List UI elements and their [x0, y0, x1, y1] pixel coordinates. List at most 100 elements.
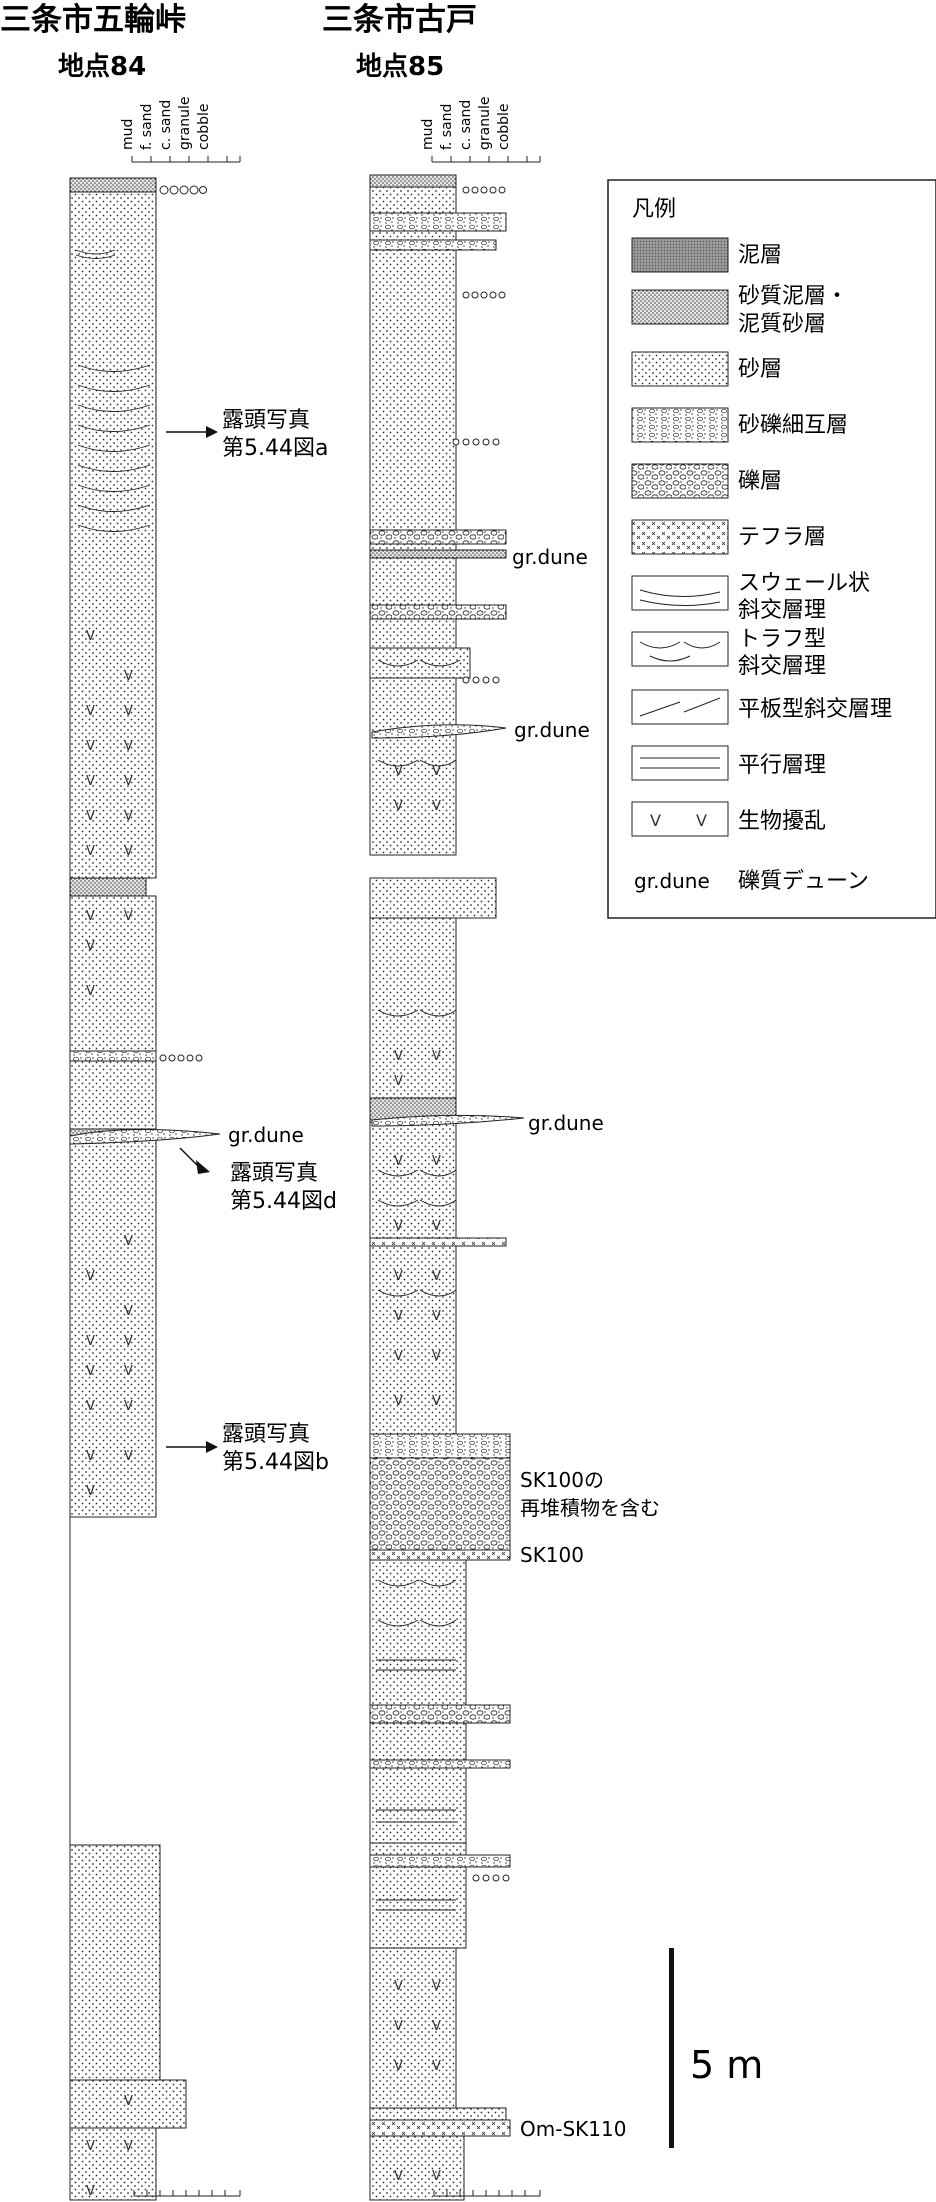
svg-text:V: V — [86, 1449, 95, 1464]
grain-fsand: f. sand — [139, 104, 155, 150]
svg-text:V: V — [394, 1269, 403, 1284]
grdune-label-1: gr.dune — [228, 1123, 304, 1147]
svg-text:V: V — [124, 1334, 133, 1349]
legend-label-gravel: 礫層 — [738, 469, 782, 494]
svg-text:V: V — [432, 1394, 441, 1409]
svg-text:V: V — [124, 739, 133, 754]
svg-text:V: V — [124, 909, 133, 924]
legend-label-planar: 平板型斜交層理 — [738, 697, 892, 722]
bottom-scale-1 — [133, 2190, 241, 2197]
legend-swatch-sand-gravel — [631, 407, 729, 443]
legend-swatch-parallel — [631, 745, 729, 781]
grain-granule: granule — [177, 97, 193, 150]
legend-swatch-swaley — [631, 575, 729, 611]
svg-text:V: V — [432, 2059, 441, 2074]
grdune-label-2: gr.dune — [512, 545, 588, 569]
svg-text:V: V — [86, 2184, 95, 2199]
legend-label-sand: 砂層 — [738, 357, 782, 382]
svg-text:V: V — [86, 2139, 95, 2154]
svg-text:V: V — [124, 1234, 133, 1249]
svg-text:V: V — [432, 2169, 441, 2184]
svg-text:V: V — [394, 2169, 403, 2184]
svg-text:V: V — [394, 1979, 403, 1994]
svg-text:V: V — [124, 2094, 133, 2109]
svg-text:V: V — [86, 629, 95, 644]
legend-swatch-mud — [631, 237, 729, 273]
legend-swatch-trough — [631, 631, 729, 667]
svg-text:V: V — [86, 909, 95, 924]
svg-text:V: V — [432, 764, 441, 779]
svg-text:V: V — [124, 669, 133, 684]
legend-swatch-sand — [631, 351, 729, 387]
legend-swatch-tephra — [631, 519, 729, 555]
legend-label-sand-gravel: 砂礫細互層 — [738, 413, 848, 438]
legend-label-parallel: 平行層理 — [738, 753, 826, 778]
svg-text:V: V — [86, 739, 95, 754]
svg-text:V: V — [394, 1219, 403, 1234]
svg-text:V: V — [124, 2139, 133, 2154]
svg-text:V: V — [86, 1364, 95, 1379]
annotation-photo-d: 露頭写真 第5.44図d — [179, 1147, 337, 1214]
svg-text:V: V — [432, 799, 441, 814]
svg-text:V: V — [86, 1334, 95, 1349]
sk100-label: SK100 — [520, 1543, 584, 1567]
legend-swatch-gravel — [631, 463, 729, 499]
grdune-label-3: gr.dune — [514, 718, 590, 742]
photo-d-line1: 露頭写真 — [230, 1161, 318, 1186]
legend-label-trough-2: 斜交層理 — [738, 654, 826, 679]
photo-a-line1: 露頭写真 — [222, 408, 310, 433]
legend: 凡例 泥層 砂質泥層・ 泥質砂層 砂層 砂礫細互層 礫層 テフラ層 スウェール状… — [607, 179, 936, 919]
site1-point: 地点84 — [58, 51, 146, 82]
svg-text:V: V — [394, 1049, 403, 1064]
scale-bar: 5 m — [669, 1948, 763, 2148]
svg-text:V: V — [86, 774, 95, 789]
svg-text:V: V — [86, 1399, 95, 1414]
svg-text:V: V — [650, 811, 661, 830]
svg-text:V: V — [124, 774, 133, 789]
grain-scale-site1: mud f. sand c. sand granule cobble — [120, 97, 241, 163]
legend-swatch-sandy-mud — [631, 289, 729, 325]
svg-text:V: V — [432, 1269, 441, 1284]
annotation-photo-b: 露頭写真 第5.44図b — [166, 1422, 329, 1475]
legend-swatch-bioturbation — [631, 801, 729, 837]
scale-bar-label: 5 m — [690, 2043, 763, 2087]
svg-text:V: V — [124, 1304, 133, 1319]
grdune-label-4: gr.dune — [528, 1111, 604, 1135]
svg-text:V: V — [394, 1154, 403, 1169]
svg-text:V: V — [696, 811, 707, 830]
legend-title: 凡例 — [632, 197, 676, 222]
legend-label-sandy-mud: 砂質泥層・ — [738, 284, 848, 309]
legend-label-trough: トラフ型 — [738, 627, 826, 652]
svg-text:V: V — [394, 1074, 403, 1089]
grain-granule-2: granule — [477, 97, 493, 150]
svg-text:V: V — [124, 809, 133, 824]
svg-text:V: V — [394, 764, 403, 779]
svg-text:V: V — [432, 1979, 441, 1994]
svg-text:V: V — [86, 809, 95, 824]
omsk110-label: Om-SK110 — [520, 2117, 626, 2141]
legend-label-grdune: 礫質デューン — [738, 869, 869, 894]
annotation-photo-a: 露頭写真 第5.44図a — [166, 408, 328, 461]
legend-label-swaley: スウェール状 — [738, 571, 870, 596]
svg-text:V: V — [432, 1154, 441, 1169]
photo-b-line1: 露頭写真 — [222, 1422, 310, 1447]
grain-cobble-2: cobble — [496, 103, 512, 150]
svg-text:V: V — [86, 1269, 95, 1284]
site2-point: 地点85 — [356, 51, 444, 82]
svg-text:V: V — [394, 1309, 403, 1324]
legend-label-tephra: テフラ層 — [738, 525, 826, 550]
sk100-redeposit-line2: 再堆積物を含む — [520, 1496, 660, 1520]
legend-swatch-planar — [631, 689, 729, 725]
svg-text:V: V — [86, 844, 95, 859]
svg-text:V: V — [86, 1484, 95, 1499]
grain-fsand-2: f. sand — [439, 104, 455, 150]
site2-title: 三条市古戸 — [322, 2, 477, 38]
svg-text:V: V — [86, 984, 95, 999]
legend-symbol-grdune: gr.dune — [634, 869, 710, 893]
legend-label-bioturbation: 生物擾乱 — [738, 809, 826, 834]
svg-text:V: V — [86, 939, 95, 954]
svg-text:V: V — [124, 1399, 133, 1414]
svg-text:V: V — [432, 1349, 441, 1364]
